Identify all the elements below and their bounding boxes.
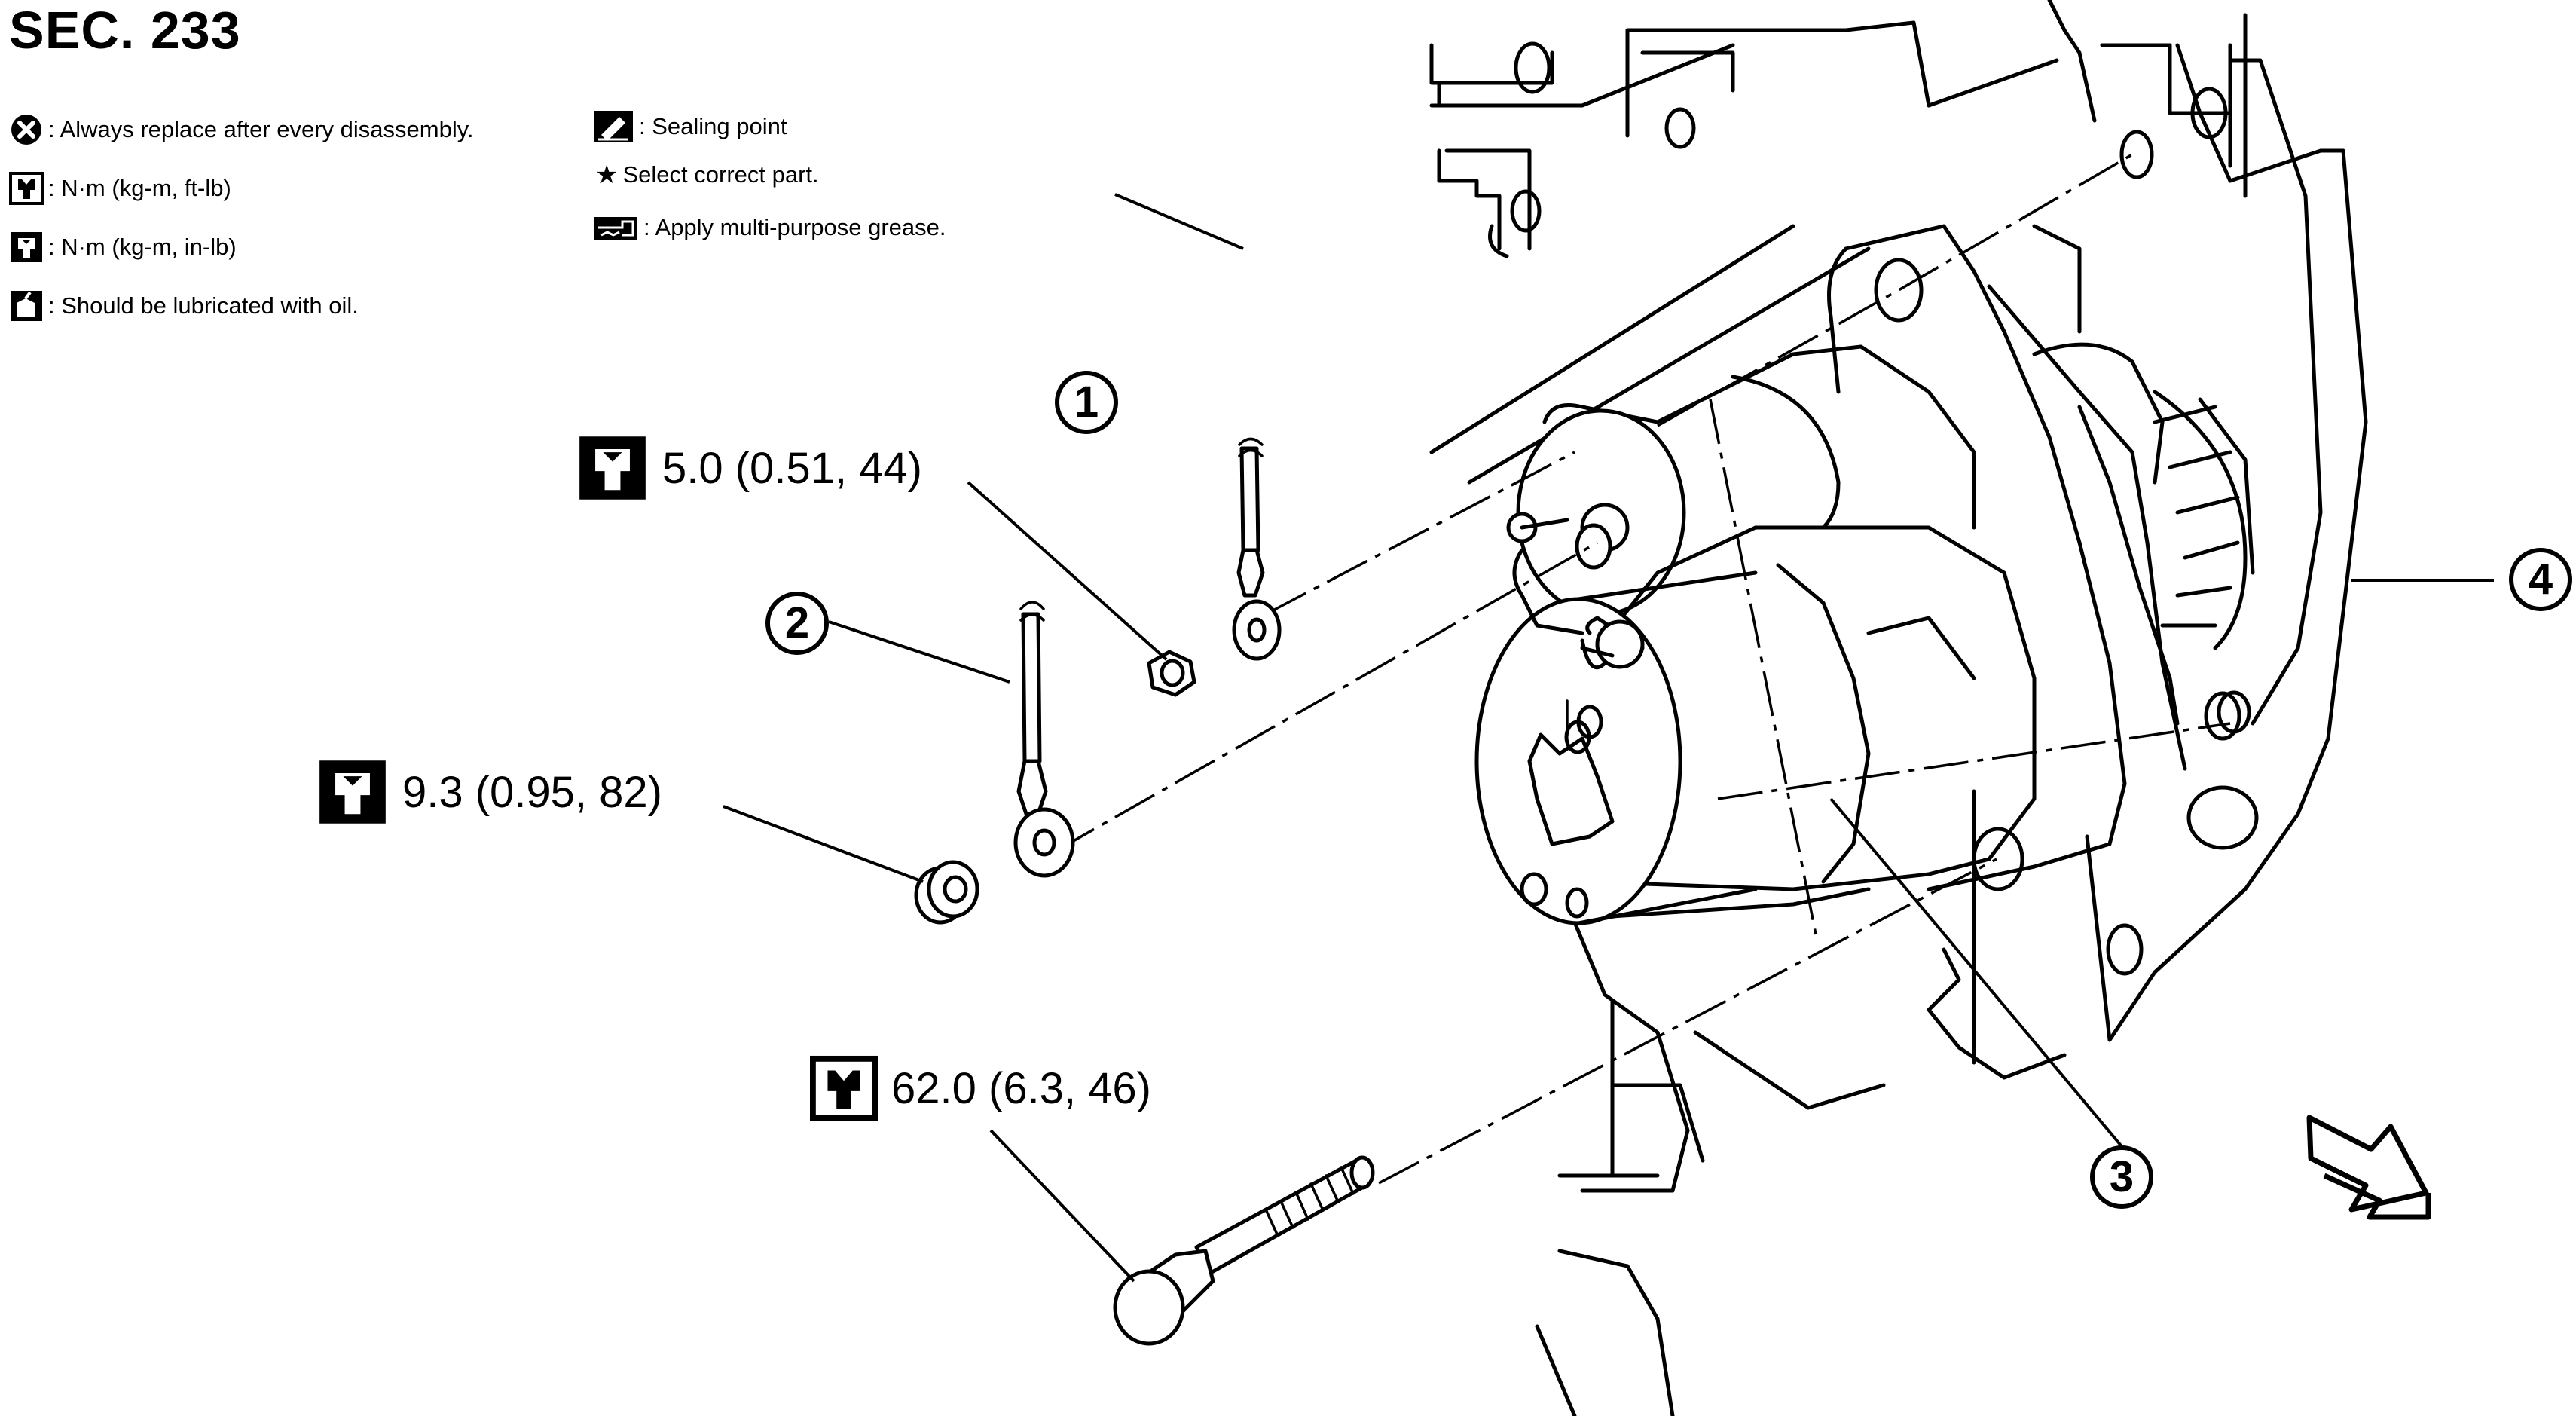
always-replace-icon [11, 115, 41, 145]
legend-select-part: ★ Select correct part. [595, 160, 819, 190]
torque-value: 5.0 (0.51, 44) [662, 443, 922, 493]
torque-label-3: 62.0 (6.3, 46) [810, 1055, 1151, 1121]
torque-ft-lb-icon [9, 172, 44, 205]
star-icon: ★ [595, 160, 619, 190]
torque-in-lb-icon [579, 436, 646, 500]
legend-text: : Always replace after every disassembly… [48, 116, 474, 142]
section-number: SEC. 233 [9, 1, 241, 60]
torque-value: 9.3 (0.95, 82) [402, 767, 662, 817]
torque-label-2: 9.3 (0.95, 82) [316, 757, 662, 827]
sealing-point-icon [594, 111, 633, 142]
center-lines [1054, 153, 2231, 1185]
nut-2 [914, 860, 979, 925]
callout-2: 2 [765, 592, 829, 655]
harness-1 [1232, 437, 1282, 661]
callout-3: 3 [2090, 1145, 2153, 1209]
nut-1 [1147, 650, 1196, 697]
legend-text: : N·m (kg-m, in-lb) [48, 234, 237, 260]
starter-motor [1474, 224, 2187, 925]
legend-text: : Sealing point [639, 113, 787, 139]
callout-4: 4 [2509, 548, 2572, 611]
harness-2 [1013, 601, 1075, 878]
callout-1: 1 [1055, 371, 1118, 434]
oil-can-icon [11, 291, 42, 321]
ring-gear [2153, 390, 2255, 650]
legend-text: : Should be lubricated with oil. [48, 292, 359, 319]
front-direction-arrow-icon [2306, 1115, 2431, 1220]
torque-in-lb-icon [319, 760, 386, 824]
torque-value: 62.0 (6.3, 46) [891, 1063, 1151, 1113]
legend-oil: : Should be lubricated with oil. [9, 289, 359, 323]
legend-text: Select correct part. [622, 161, 819, 188]
mounting-holes [1874, 258, 2241, 891]
legend-text: : N·m (kg-m, ft-lb) [48, 175, 231, 201]
legend-torque-in-lb: : N·m (kg-m, in-lb) [9, 231, 237, 264]
legend-text: : Apply multi-purpose grease. [643, 214, 946, 240]
legend-grease: : Apply multi-purpose grease. [592, 213, 946, 243]
engine-block [1429, 0, 2368, 1416]
leader-lines [723, 193, 2494, 1283]
legend-sealing-point: : Sealing point [592, 109, 787, 144]
legend-torque-ft-lb: : N·m (kg-m, ft-lb) [9, 172, 231, 205]
torque-ft-lb-icon [810, 1055, 878, 1121]
grease-icon [594, 217, 637, 240]
mounting-bolt [1113, 1155, 1375, 1346]
torque-in-lb-icon [11, 232, 42, 262]
torque-label-1: 5.0 (0.51, 44) [576, 433, 922, 503]
legend-always-replace: : Always replace after every disassembly… [9, 113, 474, 146]
